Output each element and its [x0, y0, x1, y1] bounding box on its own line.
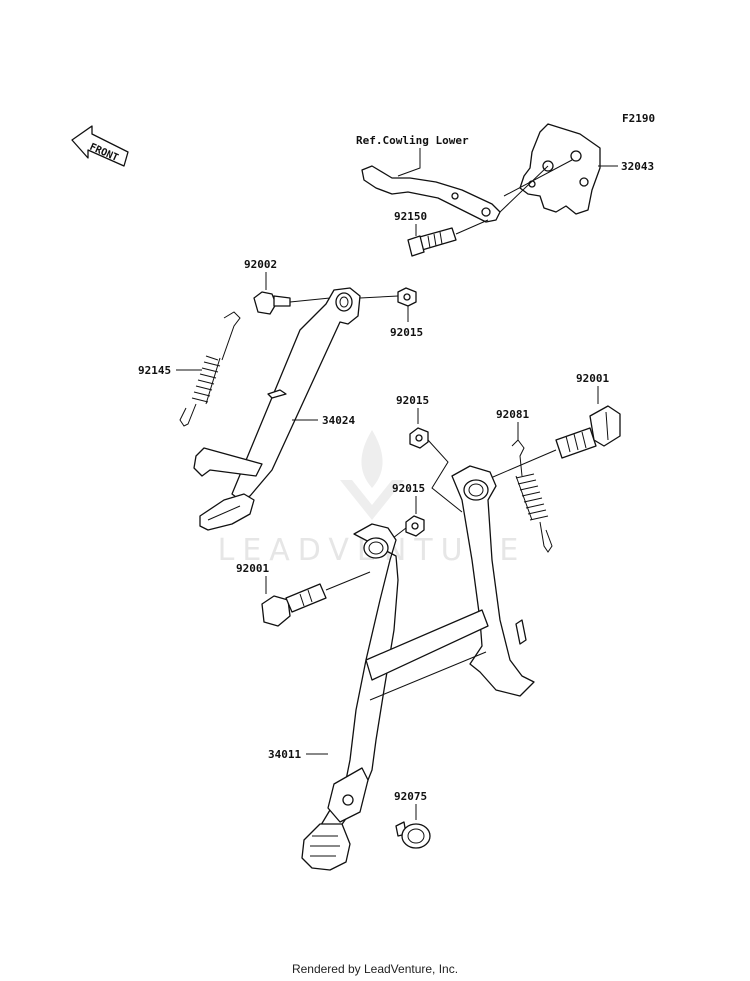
reference-leader — [397, 148, 421, 177]
part-number-92081[interactable]: 92081 — [496, 408, 529, 421]
assembly-line-92015-mid — [427, 439, 463, 513]
cowling-lower-bracket — [361, 165, 501, 223]
part-number-92002[interactable]: 92002 — [244, 258, 277, 271]
spring-92145 — [179, 311, 241, 427]
nut-92015-low — [405, 515, 425, 537]
assembly-line-32043 — [499, 165, 549, 213]
assembly-line-92150 — [455, 219, 489, 235]
part-number-34024[interactable]: 34024 — [322, 414, 355, 427]
assembly-line-92001-left — [325, 571, 371, 591]
figure-code: F2190 — [622, 112, 655, 125]
footer-credit: Rendered by LeadVenture, Inc. — [291, 962, 459, 976]
part-number-92075[interactable]: 92075 — [394, 790, 427, 803]
part-number-92015-top[interactable]: 92015 — [390, 326, 423, 339]
part-number-92145[interactable]: 92145 — [138, 364, 171, 377]
assembly-line-92002 — [289, 297, 331, 303]
part-number-92015-low[interactable]: 92015 — [392, 482, 425, 495]
bolt-92002 — [253, 291, 291, 315]
side-stand-34024 — [193, 287, 361, 531]
reference-label: Ref.Cowling Lower — [356, 134, 469, 147]
part-number-92001-right[interactable]: 92001 — [576, 372, 609, 385]
part-number-32043[interactable]: 32043 — [621, 160, 654, 173]
bolt-92001-right — [555, 405, 621, 459]
bolt-92001-left — [261, 583, 327, 627]
part-number-34011[interactable]: 34011 — [268, 748, 301, 761]
bracket-32043 — [519, 123, 601, 215]
bolt-92150 — [407, 227, 457, 257]
part-number-92015-mid[interactable]: 92015 — [396, 394, 429, 407]
assembly-line-32043-b — [503, 159, 573, 197]
spring-92081 — [511, 439, 553, 553]
nut-92015-mid — [409, 427, 429, 449]
part-number-92001-left[interactable]: 92001 — [236, 562, 269, 575]
front-arrow-icon: FRONT — [71, 125, 129, 167]
nut-92015-top — [397, 287, 417, 307]
stopper-92075 — [395, 821, 431, 849]
assembly-line-92015-top — [359, 295, 399, 299]
center-stand-34011 — [301, 465, 535, 871]
part-number-92150[interactable]: 92150 — [394, 210, 427, 223]
